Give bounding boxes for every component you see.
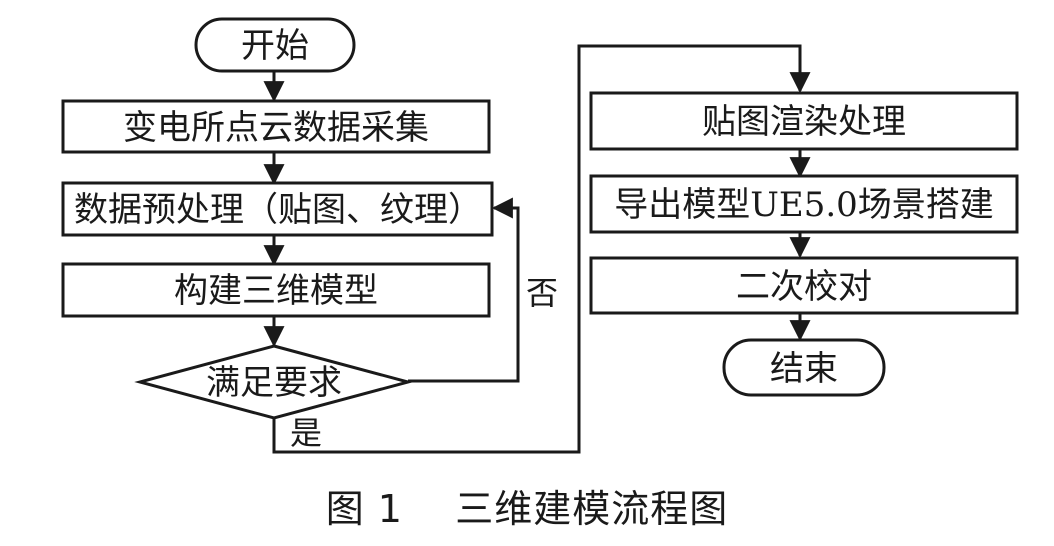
node-preprocess-label: 数据预处理（贴图、纹理） <box>74 190 482 230</box>
node-collect-label: 变电所点云数据采集 <box>123 108 429 148</box>
node-export-scene-label: 导出模型UE5.0场景搭建 <box>614 185 994 225</box>
node-start-label: 开始 <box>241 26 309 66</box>
node-texture-render-label: 贴图渲染处理 <box>702 102 906 142</box>
node-recheck-label: 二次校对 <box>736 267 872 307</box>
node-end-label: 结束 <box>770 349 838 389</box>
node-start: 开始 <box>194 17 356 73</box>
node-preprocess: 数据预处理（贴图、纹理） <box>61 181 494 237</box>
node-export-scene: 导出模型UE5.0场景搭建 <box>589 174 1019 234</box>
figure-caption: 图 1 三维建模流程图 <box>325 487 729 531</box>
node-build-model: 构建三维模型 <box>61 262 491 318</box>
edge-label-no: 否 <box>526 274 558 312</box>
node-build-model-label: 构建三维模型 <box>174 271 378 311</box>
flowchart-diagram: 开始 变电所点云数据采集 数据预处理（贴图、纹理） 构建三维模型 满足要求 否 … <box>61 17 1019 454</box>
node-texture-render: 贴图渲染处理 <box>589 91 1019 151</box>
node-recheck: 二次校对 <box>589 256 1019 315</box>
node-collect: 变电所点云数据采集 <box>61 99 491 154</box>
arrow-no-loop <box>408 197 520 383</box>
arrow-yes-path <box>272 44 811 454</box>
node-end: 结束 <box>722 338 886 397</box>
node-decision: 满足要求 <box>134 344 414 420</box>
node-decision-label: 满足要求 <box>206 363 342 403</box>
edge-label-yes: 是 <box>290 414 322 452</box>
